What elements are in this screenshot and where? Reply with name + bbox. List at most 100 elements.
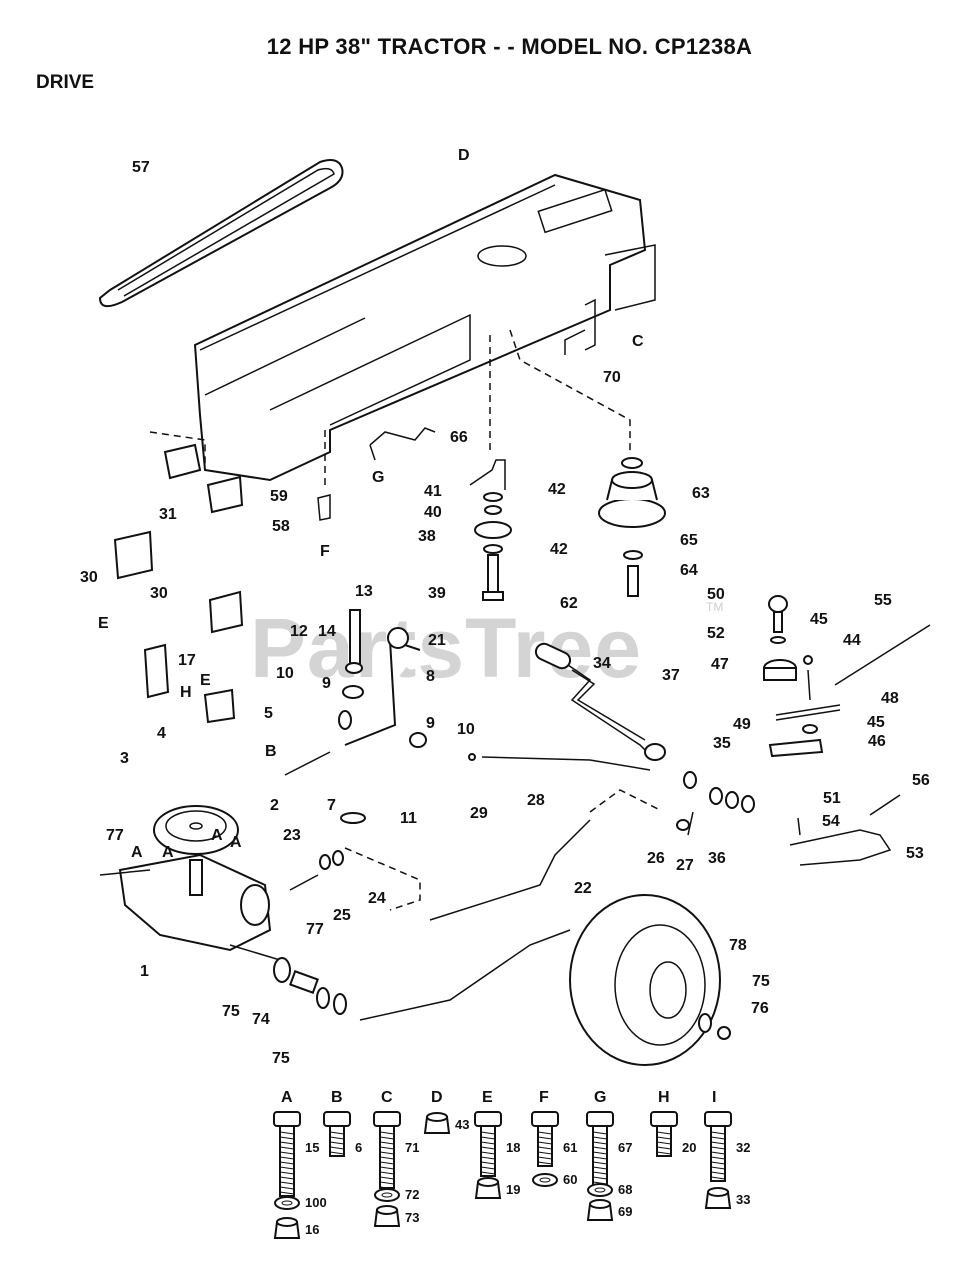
rear-wheel[interactable] (569, 894, 731, 1066)
pin-27[interactable] (687, 811, 694, 836)
callout-42a: 42 (548, 481, 566, 498)
engine-pulley-63[interactable] (598, 457, 666, 597)
washer-75a[interactable] (273, 957, 291, 983)
bracket-58[interactable] (206, 475, 244, 514)
hardware-33[interactable] (704, 1187, 732, 1209)
callout-23: 23 (283, 827, 301, 844)
pedal-arm-53[interactable] (789, 829, 892, 866)
bracket-30a[interactable] (113, 530, 154, 580)
legend-letter-A: A (281, 1089, 293, 1106)
callout-48: 48 (881, 690, 899, 707)
bracket-49[interactable] (768, 738, 824, 758)
washer-75b[interactable] (316, 987, 330, 1009)
washer-45b[interactable] (802, 724, 818, 734)
callout-41: 41 (424, 483, 442, 500)
callout-10a: 10 (276, 665, 294, 682)
hardware-18[interactable] (474, 1111, 502, 1177)
callout-37: 37 (662, 667, 680, 684)
hardware-68[interactable] (587, 1183, 613, 1197)
rod-55[interactable] (834, 624, 931, 686)
hardware-72[interactable] (374, 1188, 400, 1202)
callout-17: 17 (178, 652, 196, 669)
transmission-pulley-3[interactable] (153, 805, 239, 855)
legend-part-100: 100 (305, 1195, 327, 1210)
callout-Ad: A (230, 834, 242, 851)
idler-assembly-38[interactable] (469, 459, 512, 601)
washer-75c[interactable] (333, 993, 347, 1015)
bushing-35b[interactable] (741, 795, 755, 813)
callout-36: 36 (708, 850, 726, 867)
callout-25: 25 (333, 907, 351, 924)
washer-23[interactable] (319, 854, 331, 870)
rod-66[interactable] (369, 427, 436, 461)
hardware-60[interactable] (532, 1173, 558, 1187)
callout-63: 63 (692, 485, 710, 502)
hardware-19[interactable] (474, 1177, 502, 1199)
bracket-70[interactable] (564, 298, 596, 355)
callout-75a: 75 (222, 1003, 240, 1020)
bracket-31[interactable] (163, 443, 202, 480)
hardware-69[interactable] (586, 1199, 614, 1221)
callout-9b: 9 (426, 715, 435, 732)
callout-51: 51 (823, 790, 841, 807)
washer-26[interactable] (676, 819, 690, 831)
knob-assembly-47[interactable] (763, 595, 797, 681)
callout-H: H (180, 684, 192, 701)
hardware-67[interactable] (586, 1111, 614, 1190)
section-label: DRIVE (36, 72, 95, 93)
bracket-30b[interactable] (208, 590, 244, 634)
callout-4: 4 (157, 725, 166, 742)
hardware-20[interactable] (650, 1111, 678, 1157)
rod-44[interactable] (807, 669, 811, 701)
callout-C: C (632, 333, 644, 350)
bracket-17[interactable] (143, 643, 170, 699)
washer-45a[interactable] (803, 655, 813, 665)
callout-30b: 30 (150, 585, 168, 602)
callout-75c: 75 (752, 973, 770, 990)
legend-part-69: 69 (618, 1204, 632, 1219)
callout-42b: 42 (550, 541, 568, 558)
callout-E2: E (200, 672, 211, 689)
brake-lever-assembly[interactable] (284, 609, 427, 824)
callout-35: 35 (713, 735, 731, 752)
hardware-32[interactable] (704, 1111, 732, 1182)
callout-38: 38 (418, 528, 436, 545)
spacer-74[interactable] (289, 970, 319, 994)
hardware-43[interactable] (423, 1112, 451, 1134)
clutch-lever-34[interactable] (533, 641, 666, 761)
hardware-61[interactable] (531, 1111, 559, 1167)
washer-36a[interactable] (709, 787, 723, 805)
callout-77b: 77 (306, 921, 324, 938)
legend-part-60: 60 (563, 1172, 577, 1187)
bushing-35[interactable] (683, 771, 697, 789)
spring-56[interactable] (869, 794, 901, 816)
diagram-title: 12 HP 38" TRACTOR - - MODEL NO. CP1238A (266, 34, 753, 59)
callout-59: 59 (270, 488, 288, 505)
callout-49: 49 (733, 716, 751, 733)
link-48[interactable] (775, 704, 841, 721)
callout-76: 76 (751, 1000, 769, 1017)
bolt-54[interactable] (797, 817, 801, 836)
rod-22[interactable] (429, 819, 591, 921)
hardware-16[interactable] (273, 1217, 301, 1239)
callout-Ac: A (211, 827, 223, 844)
hardware-71[interactable] (373, 1111, 401, 1190)
nut-24[interactable] (332, 850, 344, 866)
drive-belt-57[interactable] (98, 159, 344, 308)
callout-28: 28 (527, 792, 545, 809)
bracket-5[interactable] (203, 688, 236, 724)
callout-40: 40 (424, 504, 442, 521)
hardware-15[interactable] (273, 1111, 301, 1197)
clip-59[interactable] (317, 494, 331, 521)
hardware-73[interactable] (373, 1205, 401, 1227)
washer-36b[interactable] (725, 791, 739, 809)
rod-28[interactable] (481, 756, 651, 771)
transaxle-1[interactable] (99, 853, 281, 961)
hardware-100[interactable] (274, 1196, 300, 1210)
spring-25[interactable] (289, 874, 319, 891)
pin-29[interactable] (468, 753, 476, 761)
legend-part-19: 19 (506, 1182, 520, 1197)
hardware-6[interactable] (323, 1111, 351, 1157)
watermark-tm: TM (706, 600, 724, 614)
